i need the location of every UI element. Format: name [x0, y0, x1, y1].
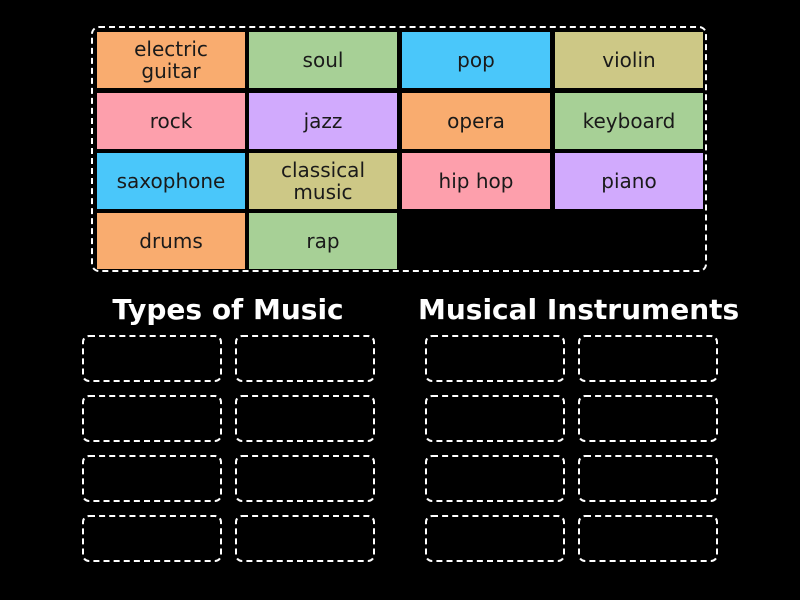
- tile-opera[interactable]: opera: [402, 93, 550, 149]
- drop-slot-musical-instruments-3[interactable]: [425, 395, 565, 442]
- tile-pop[interactable]: pop: [402, 32, 550, 88]
- tile-piano[interactable]: piano: [555, 153, 703, 209]
- tile-electric-guitar[interactable]: electric guitar: [97, 32, 245, 88]
- drop-slot-types-of-music-6[interactable]: [235, 455, 375, 502]
- drop-slot-musical-instruments-4[interactable]: [578, 395, 718, 442]
- drop-slot-types-of-music-1[interactable]: [82, 335, 222, 382]
- tile-jazz[interactable]: jazz: [249, 93, 397, 149]
- drop-slot-types-of-music-3[interactable]: [82, 395, 222, 442]
- tile-soul[interactable]: soul: [249, 32, 397, 88]
- drop-slot-musical-instruments-7[interactable]: [425, 515, 565, 562]
- drop-slot-types-of-music-2[interactable]: [235, 335, 375, 382]
- word-bank: [91, 26, 707, 272]
- drop-slot-types-of-music-4[interactable]: [235, 395, 375, 442]
- tile-saxophone[interactable]: saxophone: [97, 153, 245, 209]
- drop-slot-types-of-music-8[interactable]: [235, 515, 375, 562]
- group-heading-types-of-music: Types of Music: [112, 293, 344, 326]
- drop-slot-types-of-music-5[interactable]: [82, 455, 222, 502]
- drop-slot-musical-instruments-1[interactable]: [425, 335, 565, 382]
- drop-slot-types-of-music-7[interactable]: [82, 515, 222, 562]
- drop-slot-musical-instruments-8[interactable]: [578, 515, 718, 562]
- tile-drums[interactable]: drums: [97, 213, 245, 269]
- tile-keyboard[interactable]: keyboard: [555, 93, 703, 149]
- tile-rock[interactable]: rock: [97, 93, 245, 149]
- tile-rap[interactable]: rap: [249, 213, 397, 269]
- drop-slot-musical-instruments-6[interactable]: [578, 455, 718, 502]
- drop-slot-musical-instruments-5[interactable]: [425, 455, 565, 502]
- tile-classical-music[interactable]: classical music: [249, 153, 397, 209]
- drop-slot-musical-instruments-2[interactable]: [578, 335, 718, 382]
- group-heading-musical-instruments: Musical Instruments: [418, 293, 740, 326]
- tile-hip-hop[interactable]: hip hop: [402, 153, 550, 209]
- tile-violin[interactable]: violin: [555, 32, 703, 88]
